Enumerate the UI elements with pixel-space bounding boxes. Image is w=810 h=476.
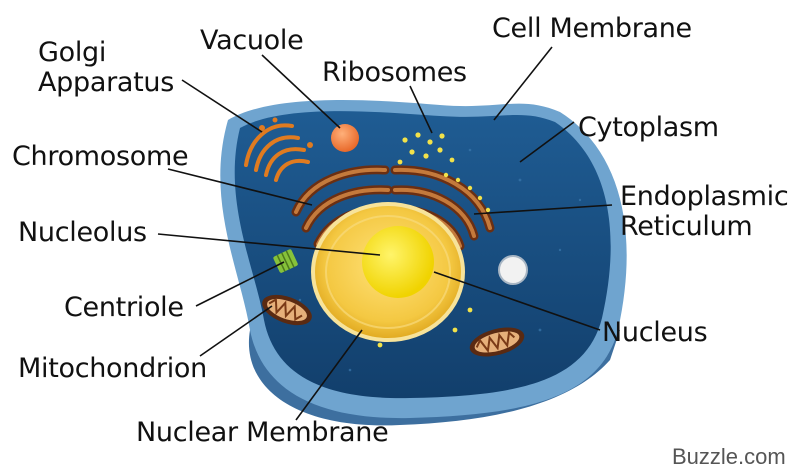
- leader-centriole: [195, 261, 285, 307]
- leader-er: [473, 204, 613, 215]
- label-mitochondrion: Mitochondrion: [18, 353, 207, 384]
- mitochondrion-left: [262, 294, 312, 326]
- watermark: Buzzle.com: [672, 444, 786, 469]
- leader-mitochondrion: [199, 305, 273, 357]
- leader-vacuole: [261, 54, 341, 129]
- label-ribosomes: Ribosomes: [322, 57, 467, 88]
- label-nucleolus: Nucleolus: [18, 217, 147, 248]
- label-cytoplasm: Cytoplasm: [578, 112, 719, 143]
- leader-ribosomes: [409, 85, 433, 134]
- leader-nucleus: [433, 271, 601, 331]
- leader-nuclear-membrane: [295, 329, 363, 421]
- label-chromosome: Chromosome: [12, 141, 189, 172]
- golgi-apparatus: [244, 123, 310, 182]
- nuclear-membrane: [311, 202, 465, 342]
- golgi-vesicles: [259, 117, 313, 148]
- vacuole: [331, 124, 359, 152]
- label-vacuole: Vacuole: [200, 25, 304, 56]
- label-cell-membrane: Cell Membrane: [492, 13, 692, 44]
- label-golgi-apparatus: Golgi Apparatus: [38, 37, 175, 98]
- er-ribosomes: [443, 172, 491, 213]
- mitochondrion-right: [469, 327, 525, 357]
- vesicle-right: [498, 255, 528, 285]
- nucleolus: [362, 226, 434, 298]
- nucleus-inner: [325, 215, 451, 329]
- label-nucleus: Nucleus: [602, 317, 708, 348]
- label-endoplasmic-reticulum: Endoplasmic Reticulum: [620, 181, 789, 242]
- label-nuclear-membrane: Nuclear Membrane: [136, 417, 389, 448]
- leader-chromosome: [167, 168, 313, 206]
- leader-cell-membrane: [493, 46, 553, 121]
- label-centriole: Centriole: [64, 292, 184, 323]
- leader-lines: [157, 46, 613, 421]
- leader-golgi: [181, 79, 263, 133]
- centriole: [273, 249, 298, 273]
- leader-nucleolus: [157, 233, 381, 256]
- leader-cytoplasm: [519, 121, 575, 163]
